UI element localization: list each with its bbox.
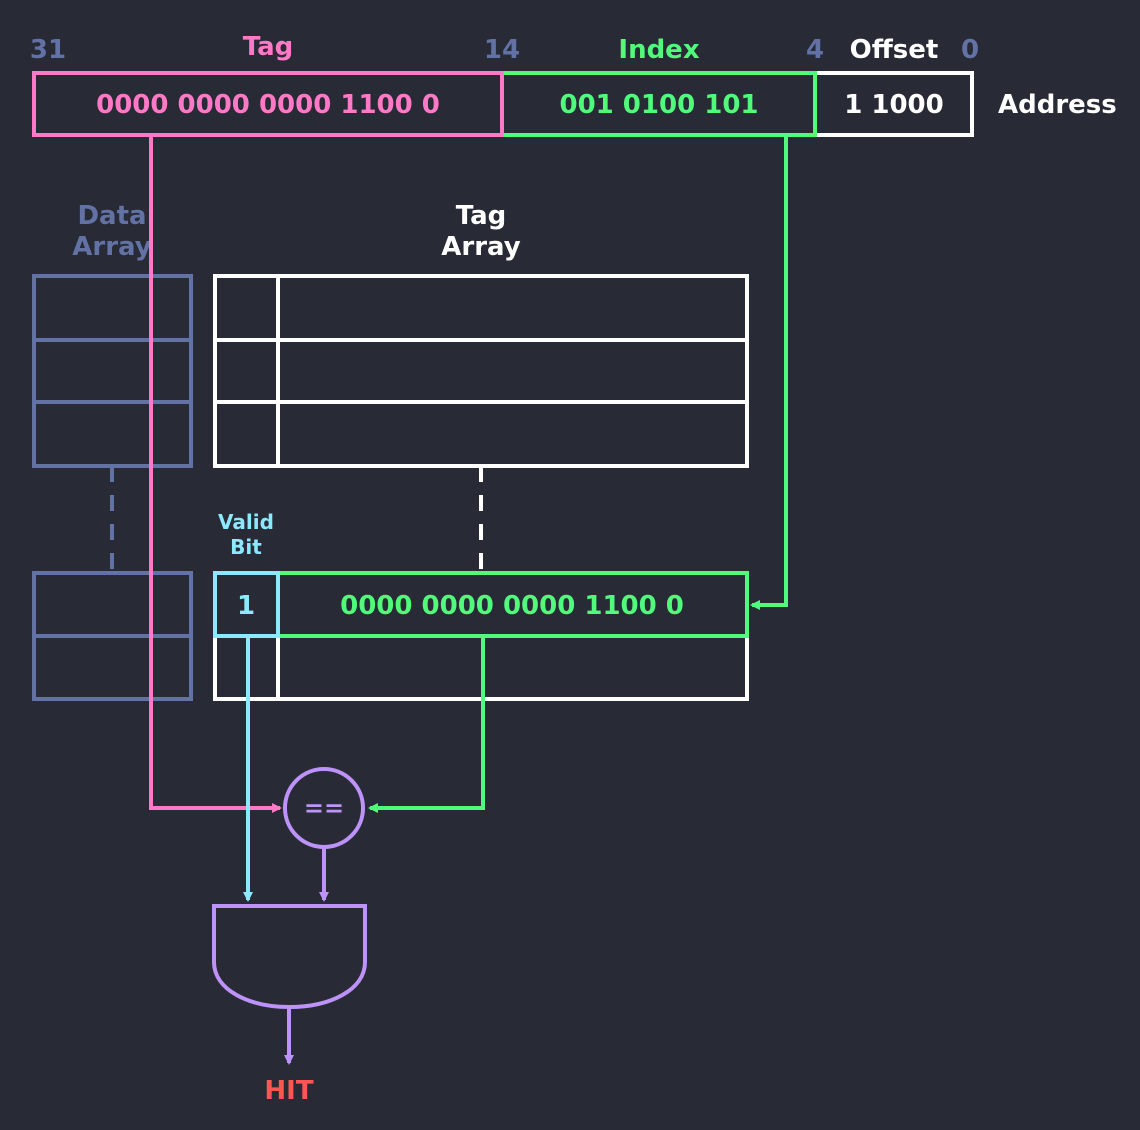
address-tag-box xyxy=(32,71,504,137)
comparator-symbol: == xyxy=(304,794,344,822)
valid-bit-label-line2: Bit xyxy=(230,535,262,559)
tag-field-title: Tag xyxy=(243,32,294,62)
data-array-top xyxy=(32,274,193,468)
selected-valid-bit-value: 1 xyxy=(237,591,255,621)
tag-array-top xyxy=(213,274,749,468)
tag-array-title-line2: Array xyxy=(441,232,521,262)
data-array-row xyxy=(32,274,193,342)
address-offset-value: 1 1000 xyxy=(844,90,944,120)
stored-tag-wire xyxy=(368,636,485,813)
index-wire xyxy=(750,135,788,610)
and-gate xyxy=(212,904,367,1010)
tag-array-row xyxy=(213,274,749,468)
comparator-circle xyxy=(283,767,365,849)
hit-label: HIT xyxy=(264,1076,313,1106)
data-array-title-line1: Data xyxy=(77,201,146,231)
address-label: Address xyxy=(998,90,1117,120)
address-index-value: 001 0100 101 xyxy=(559,90,758,120)
data-array-row xyxy=(32,400,193,468)
address-tag-value: 0000 0000 0000 1100 0 xyxy=(96,90,440,120)
bit-31-label: 31 xyxy=(30,35,66,65)
data-array-title-line2: Array xyxy=(72,232,152,262)
data-array-row xyxy=(32,634,193,701)
data-array-bottom xyxy=(32,571,193,701)
bit-0-label: 0 xyxy=(961,35,979,65)
bit-14-label: 14 xyxy=(484,35,520,65)
valid-bit-label-line1: Valid xyxy=(218,510,274,534)
tag-array-title-line1: Tag xyxy=(456,201,507,231)
address-tag-wire xyxy=(149,135,282,813)
bit-4-label: 4 xyxy=(806,35,824,65)
data-array-row xyxy=(32,571,193,638)
index-field-title: Index xyxy=(618,35,699,65)
selected-tag-value: 0000 0000 0000 1100 0 xyxy=(340,591,684,621)
offset-field-title: Offset xyxy=(850,35,939,65)
data-array-row xyxy=(32,338,193,404)
